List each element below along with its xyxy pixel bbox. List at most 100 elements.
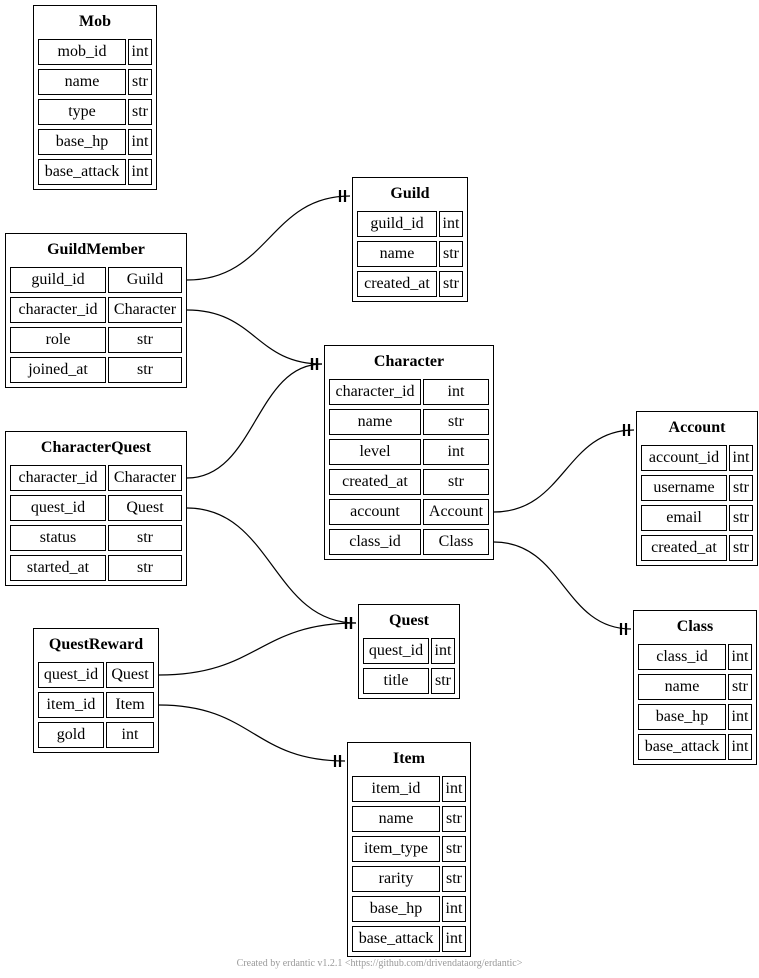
relationship-edge	[493, 541, 632, 630]
field-type: int	[128, 129, 152, 155]
field-type: str	[423, 409, 489, 435]
field-name: gold	[38, 722, 104, 748]
field-name: item_type	[352, 836, 440, 862]
field-type: int	[423, 379, 489, 405]
entity-title: Mob	[79, 13, 111, 30]
field-type: int	[729, 445, 753, 471]
field-name: level	[329, 439, 421, 465]
field-name: character_id	[329, 379, 421, 405]
field-name: guild_id	[10, 267, 106, 293]
field-type: Quest	[106, 662, 154, 688]
entity-title: Class	[676, 618, 714, 635]
entity-title: Account	[668, 419, 726, 436]
field-name: name	[357, 241, 437, 267]
field-type: Quest	[108, 495, 182, 521]
field-type: str	[431, 668, 455, 694]
relationship-edge	[186, 363, 323, 479]
field-type: Character	[108, 297, 182, 323]
field-type: str	[423, 469, 489, 495]
field-name: class_id	[329, 529, 421, 555]
field-type: str	[108, 555, 182, 581]
field-type: Character	[108, 465, 182, 491]
field-type: str	[729, 475, 753, 501]
entity-title: CharacterQuest	[40, 439, 152, 456]
field-name: joined_at	[10, 357, 106, 383]
field-type: int	[128, 159, 152, 185]
field-name: base_hp	[352, 896, 440, 922]
field-name: base_hp	[38, 129, 126, 155]
field-type: int	[106, 722, 154, 748]
field-type: str	[442, 806, 466, 832]
field-name: status	[10, 525, 106, 551]
field-name: item_id	[38, 692, 104, 718]
field-name: type	[38, 99, 126, 125]
field-name: character_id	[10, 297, 106, 323]
field-name: username	[641, 475, 727, 501]
field-type: str	[108, 327, 182, 353]
field-name: character_id	[10, 465, 106, 491]
field-type: int	[442, 896, 466, 922]
field-type: str	[729, 535, 753, 561]
field-name: mob_id	[38, 39, 126, 65]
entity-title: Guild	[390, 185, 430, 202]
field-name: name	[329, 409, 421, 435]
field-type: str	[439, 271, 463, 297]
relationship-edge	[186, 195, 351, 281]
field-type: Item	[106, 692, 154, 718]
field-type: str	[728, 674, 752, 700]
field-name: quest_id	[10, 495, 106, 521]
entity-title: GuildMember	[47, 241, 145, 258]
field-type: int	[442, 776, 466, 802]
field-name: created_at	[329, 469, 421, 495]
field-type: str	[442, 866, 466, 892]
field-name: started_at	[10, 555, 106, 581]
relationship-edge	[493, 429, 635, 513]
field-type: str	[439, 241, 463, 267]
field-name: role	[10, 327, 106, 353]
field-name: rarity	[352, 866, 440, 892]
field-type: Guild	[108, 267, 182, 293]
field-name: created_at	[357, 271, 437, 297]
entity-title: Item	[393, 750, 425, 767]
field-type: str	[128, 99, 152, 125]
field-name: guild_id	[357, 211, 437, 237]
field-name: base_attack	[38, 159, 126, 185]
field-type: Class	[423, 529, 489, 555]
footer-credit: Created by erdantic v1.2.1 <https://gith…	[236, 958, 523, 969]
relationship-edge	[158, 704, 346, 762]
field-type: int	[728, 644, 752, 670]
field-type: str	[108, 357, 182, 383]
field-name: quest_id	[363, 638, 429, 664]
field-type: str	[442, 836, 466, 862]
